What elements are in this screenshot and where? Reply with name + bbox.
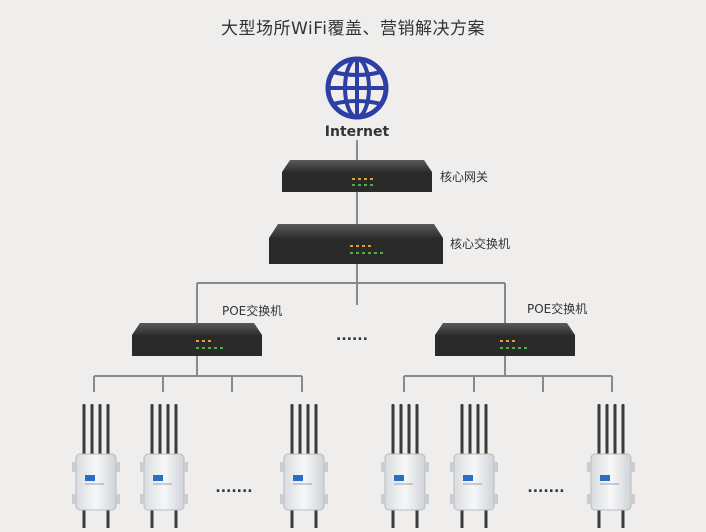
ellipsis-ap-left: ....... <box>215 480 252 496</box>
internet-label: Internet <box>325 124 390 140</box>
access-point-icon <box>381 404 429 528</box>
core-gateway-label: 核心网关 <box>440 170 488 184</box>
access-point-icon <box>450 404 498 528</box>
access-point-icon <box>587 404 635 528</box>
core-switch-label: 核心交换机 <box>450 236 510 251</box>
connection-lines <box>93 140 613 392</box>
ellipsis-ap-right: ....... <box>527 480 564 496</box>
ellipsis-middle: ...... <box>336 328 368 344</box>
access-point-icon <box>72 404 120 528</box>
switch-device-icon <box>435 323 575 356</box>
switch-device-icon <box>269 224 443 264</box>
switch-device-icon <box>132 323 262 356</box>
diagram-title: 大型场所WiFi覆盖、营销解决方案 <box>221 19 485 39</box>
poe-switch-left-label: POE交换机 <box>222 303 282 318</box>
access-point-icon <box>280 404 328 528</box>
globe-icon <box>325 56 389 120</box>
access-point-icon <box>140 404 188 528</box>
poe-switch-right-label: POE交换机 <box>527 301 587 316</box>
gateway-device-icon <box>282 160 432 192</box>
